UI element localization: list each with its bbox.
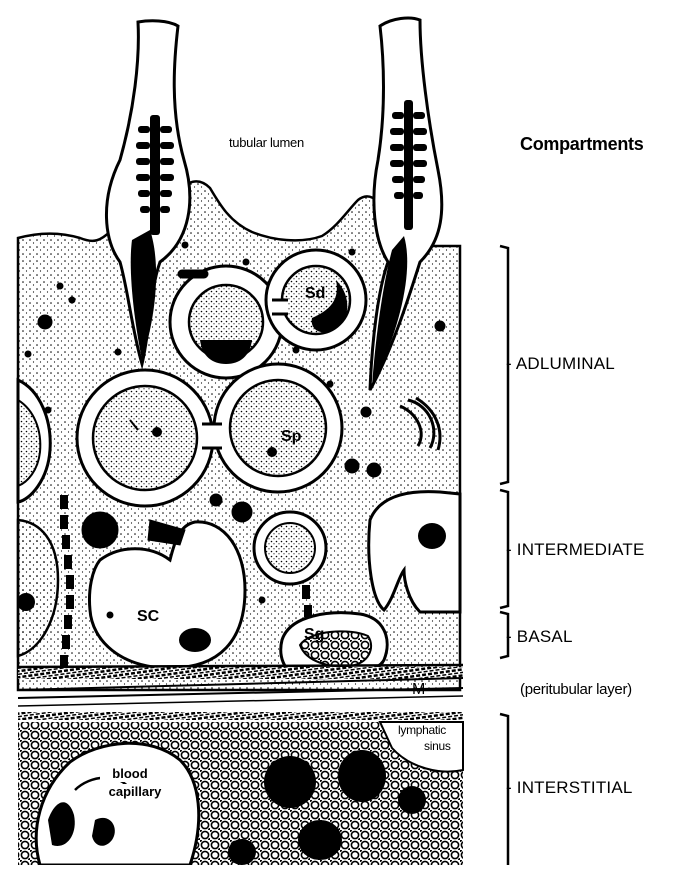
sp-label: Sp	[281, 428, 301, 446]
sd-label: Sd	[305, 285, 325, 303]
compartments-heading: Compartments	[520, 134, 643, 155]
sertoli-nucleus-right	[369, 492, 460, 612]
sinus-label: sinus	[424, 739, 451, 753]
basal-label: - BASAL	[506, 627, 573, 647]
interstitial-label: - INTERSTITIAL	[506, 778, 633, 798]
peritubular-layer	[18, 665, 463, 720]
lymphatic-label: lymphatic	[398, 723, 446, 737]
sc-label: SC	[137, 608, 159, 626]
tubular-lumen-label: tubular lumen	[229, 135, 304, 150]
sg-label: Sg	[304, 626, 324, 644]
peritubular-label: (peritubular layer)	[520, 681, 632, 698]
adluminal-label: - ADLUMINAL	[506, 354, 615, 374]
blood-label: blood	[100, 766, 160, 782]
interstitium	[18, 722, 463, 865]
capillary-label: capillary	[95, 784, 175, 800]
m-label: M	[412, 681, 425, 699]
intermediate-label: - INTERMEDIATE	[506, 540, 645, 560]
intermediate-cell	[254, 512, 326, 584]
